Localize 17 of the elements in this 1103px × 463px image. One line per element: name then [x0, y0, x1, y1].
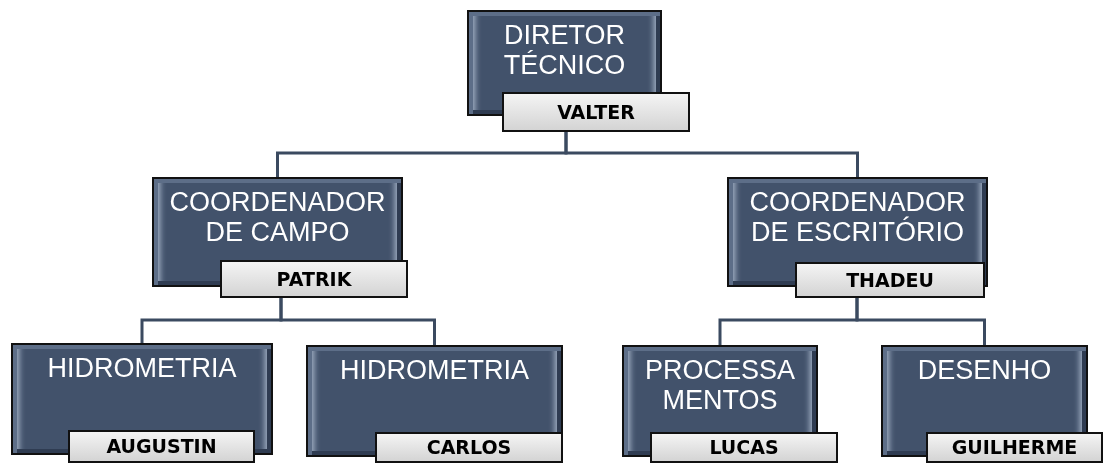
connector-line: [564, 132, 859, 177]
role-title: COORDENADOR DE CAMPO: [168, 187, 387, 247]
name-tab: VALTER: [502, 92, 690, 132]
role-title: DESENHO: [917, 355, 1052, 385]
role-title: HIDROMETRIA: [47, 353, 237, 383]
name-tab: AUGUSTIN: [68, 430, 255, 463]
connector-line: [279, 298, 436, 345]
role-title: HIDROMETRIA: [340, 355, 529, 385]
role-title: PROCESSA MENTOS: [643, 355, 796, 415]
name-tab: THADEU: [795, 262, 985, 298]
name-tab: LUCAS: [650, 432, 838, 463]
role-title: COORDENADOR DE ESCRITÓRIO: [748, 187, 967, 247]
connector-line: [855, 298, 986, 345]
name-tab: CARLOS: [375, 432, 563, 463]
role-title: DIRETOR TÉCNICO: [502, 20, 627, 80]
name-tab: GUILHERME: [926, 432, 1103, 463]
name-tab: PATRIK: [220, 260, 408, 298]
